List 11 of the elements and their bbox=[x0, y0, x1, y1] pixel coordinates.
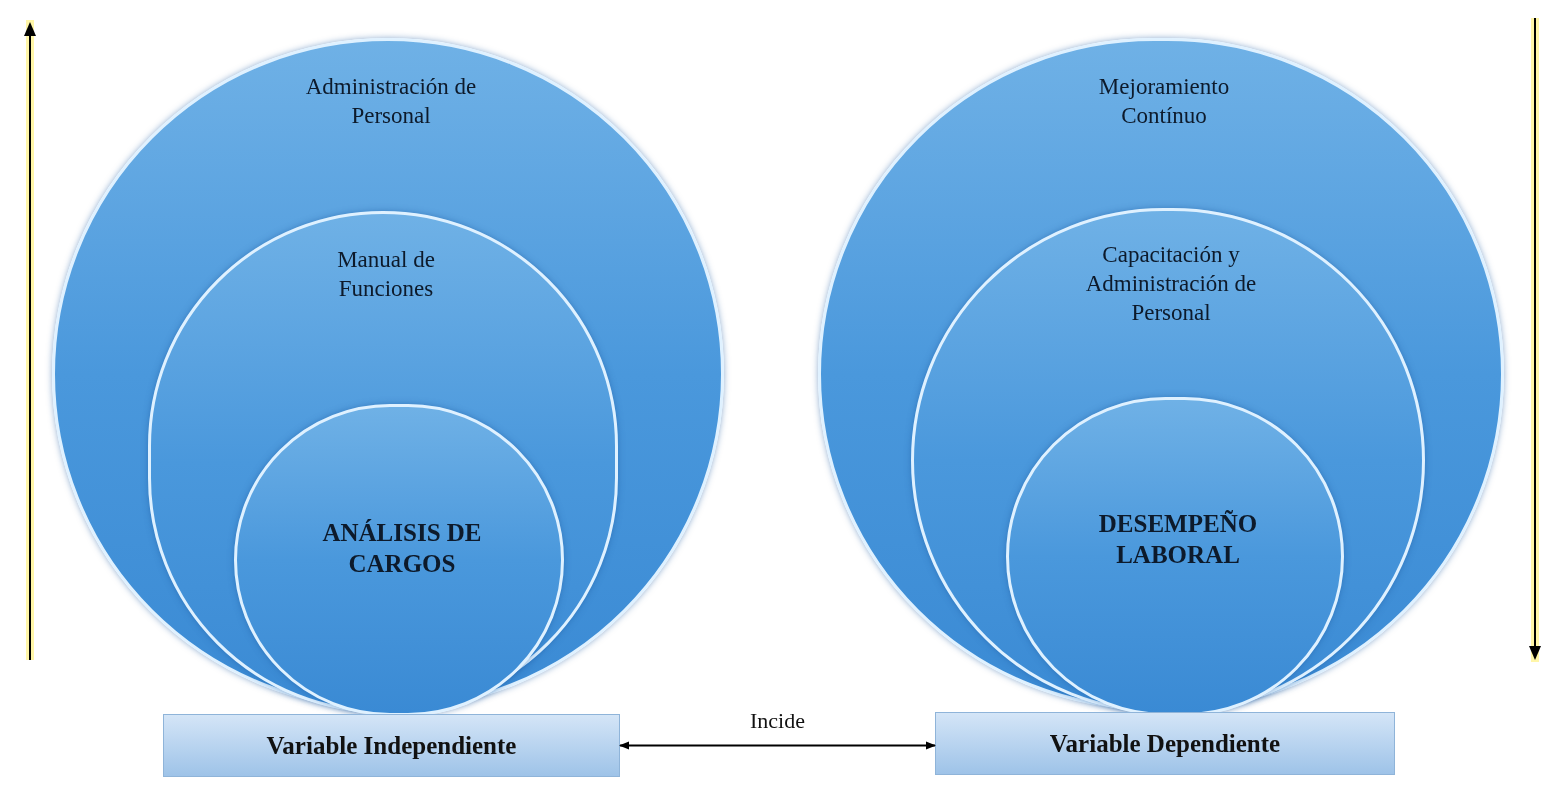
variable-box bbox=[163, 714, 620, 777]
concept-label: Capacitación y Administración de Personal bbox=[1084, 241, 1258, 327]
concept-label: Administración de Personal bbox=[304, 73, 478, 130]
variable-box bbox=[935, 712, 1395, 775]
concept-label: Mejoramiento Contínuo bbox=[1097, 73, 1231, 130]
core-concept-label: DESEMPEÑO LABORAL bbox=[1097, 509, 1259, 571]
core-concept-label: ANÁLISIS DE CARGOS bbox=[321, 518, 483, 580]
concept-label: Manual de Funciones bbox=[336, 246, 436, 303]
variable-label: Variable Dependiente bbox=[1049, 728, 1281, 759]
variable-label: Variable Independiente bbox=[266, 730, 517, 761]
double-arrow bbox=[619, 741, 936, 750]
